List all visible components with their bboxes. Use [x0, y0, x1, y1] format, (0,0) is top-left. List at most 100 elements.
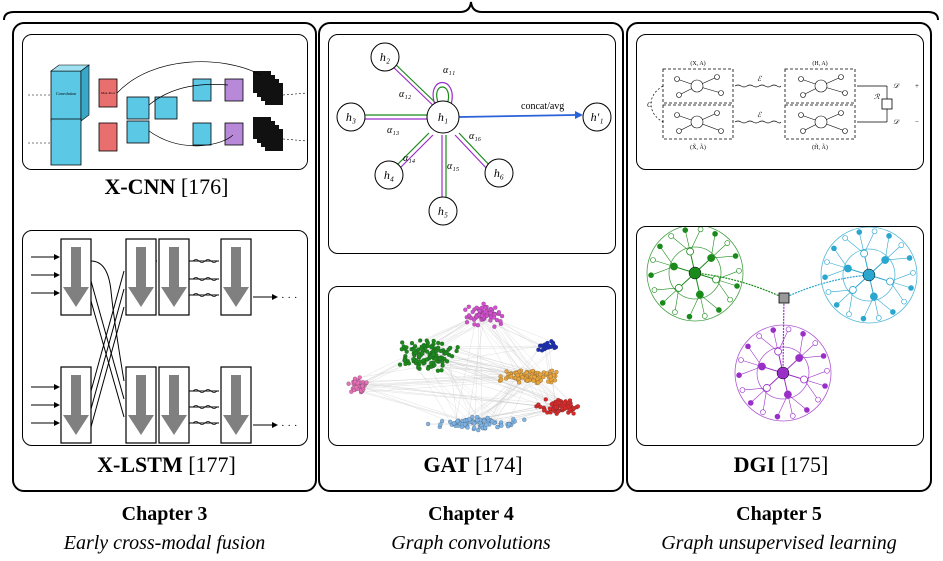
embedding-point: [543, 397, 548, 402]
node-h4: h₄: [384, 168, 394, 182]
embedding-point: [451, 421, 457, 426]
embedding-point: [411, 357, 416, 362]
embedding-point: [474, 305, 479, 310]
dgi-cyan-root-node: [862, 268, 876, 282]
embedding-point: [556, 400, 561, 405]
gat-embedding-panel: [328, 286, 616, 446]
xlstm-diagram: · · · · · ·: [31, 238, 298, 444]
node-h1: h₁: [438, 110, 448, 124]
xlstm-panel: · · · · · ·: [22, 230, 308, 446]
xcnn-name: X-CNN: [104, 174, 176, 199]
embedding-point: [455, 419, 460, 424]
xcnn-cite: [176]: [180, 174, 229, 199]
embedding-point: [554, 369, 559, 375]
edge-a12: α₁₂: [399, 89, 412, 100]
edge-a15: α₁₅: [447, 161, 460, 172]
xlstm-ellipsis-bottom: · · ·: [281, 420, 298, 432]
embedding-point: [556, 409, 561, 414]
chapter3-subtitle: Early cross-modal fusion: [63, 532, 266, 554]
dgi-plus: +: [915, 82, 919, 90]
dgi-label-xa-tilde: (X̃, Ã): [690, 143, 706, 151]
chapter4-column: h₂ h₃ h₄ h₅ h₆ h₁ h′₁ α₁₁ α₁₂ α₁₃ α₁₄ α₁…: [318, 22, 624, 492]
embedding-point: [440, 360, 445, 365]
gat-attention-diagram: h₂ h₃ h₄ h₅ h₆ h₁ h′₁ α₁₁ α₁₂ α₁₃ α₁₄ α₁…: [336, 42, 612, 226]
embedding-point: [467, 417, 472, 422]
embedding-point: [484, 422, 489, 427]
embedding-point: [485, 415, 490, 420]
embedding-point: [500, 314, 505, 319]
embedding-point: [360, 383, 365, 389]
embedding-point: [488, 306, 493, 311]
embedding-point: [520, 375, 525, 380]
embedding-point: [496, 310, 501, 315]
embedding-point: [539, 348, 545, 353]
embedding-point: [416, 353, 422, 358]
embedding-point: [470, 309, 475, 314]
embedding-point: [472, 421, 477, 426]
embedding-point: [346, 381, 351, 386]
dgi-corruption: C: [647, 101, 652, 109]
embedding-point: [402, 358, 407, 363]
embedding-point: [429, 345, 434, 350]
embedding-point: [522, 417, 527, 422]
maxpool-label: Max-Pool: [101, 91, 115, 95]
embedding-point: [536, 347, 541, 352]
embedding-point: [448, 345, 453, 351]
embedding-point: [403, 361, 408, 367]
embedding-point: [544, 371, 549, 376]
embedding-point: [530, 368, 535, 374]
embedding-point: [438, 422, 443, 427]
embedding-point: [467, 313, 472, 318]
dgi-green-root-node: [688, 266, 702, 280]
top-brace: [3, 1, 939, 21]
node-h2: h₂: [380, 50, 390, 64]
chapter5-subtitle: Graph unsupervised learning: [661, 532, 897, 554]
embedding-point: [499, 377, 504, 382]
embedding-point: [436, 345, 441, 350]
edge-a13: α₁₃: [387, 125, 400, 136]
embedding-point: [532, 374, 537, 380]
embedding-point: [431, 352, 436, 357]
edge-a11: α₁₁: [443, 65, 455, 76]
embedding-point: [433, 356, 438, 362]
embedding-point: [493, 305, 498, 310]
concat-label: concat/avg: [521, 101, 564, 112]
dgi-cite: [175]: [780, 452, 829, 477]
dgi-schematic-panel: (X, A) (H, A) (X̃, Ã) (H̃, Ã): [636, 34, 924, 170]
embedding-point: [438, 348, 443, 354]
embedding-point: [465, 425, 470, 430]
chapter4-subtitle: Graph convolutions: [391, 532, 551, 554]
embedding-point: [507, 422, 512, 427]
embedding-point: [464, 320, 470, 325]
embedding-point: [543, 345, 548, 351]
embedding-point: [538, 372, 543, 377]
embedding-point: [416, 364, 421, 369]
embedding-point: [462, 422, 468, 427]
embedding-point: [472, 425, 477, 431]
embedding-point: [364, 380, 369, 385]
gat-attention-panel: h₂ h₃ h₄ h₅ h₆ h₁ h′₁ α₁₁ α₁₂ α₁₃ α₁₄ α₁…: [328, 34, 616, 254]
embedding-point: [437, 356, 443, 361]
embedding-point: [459, 424, 465, 429]
embedding-point: [439, 368, 444, 373]
embedding-point: [411, 347, 417, 353]
gat-name: GAT: [423, 452, 470, 477]
embedding-point: [525, 378, 530, 383]
embedding-point: [472, 322, 477, 327]
xcnn-stream-bottom: [50, 117, 283, 166]
node-h1-prime: h′₁: [591, 110, 604, 124]
embedding-point: [499, 423, 504, 428]
embedding-point: [421, 358, 426, 363]
embedding-point: [511, 417, 516, 422]
embedding-point: [475, 418, 480, 423]
embedding-point: [550, 341, 555, 346]
embedding-point: [571, 411, 576, 416]
dgi-label-ha: (H, A): [812, 60, 827, 67]
embedding-point: [439, 419, 445, 424]
embedding-point: [495, 425, 500, 430]
embedding-point: [508, 374, 514, 379]
embedding-point: [404, 349, 409, 354]
xlstm-name: X-LSTM: [97, 452, 183, 477]
embedding-point: [548, 374, 553, 379]
embedding-point: [491, 315, 496, 320]
